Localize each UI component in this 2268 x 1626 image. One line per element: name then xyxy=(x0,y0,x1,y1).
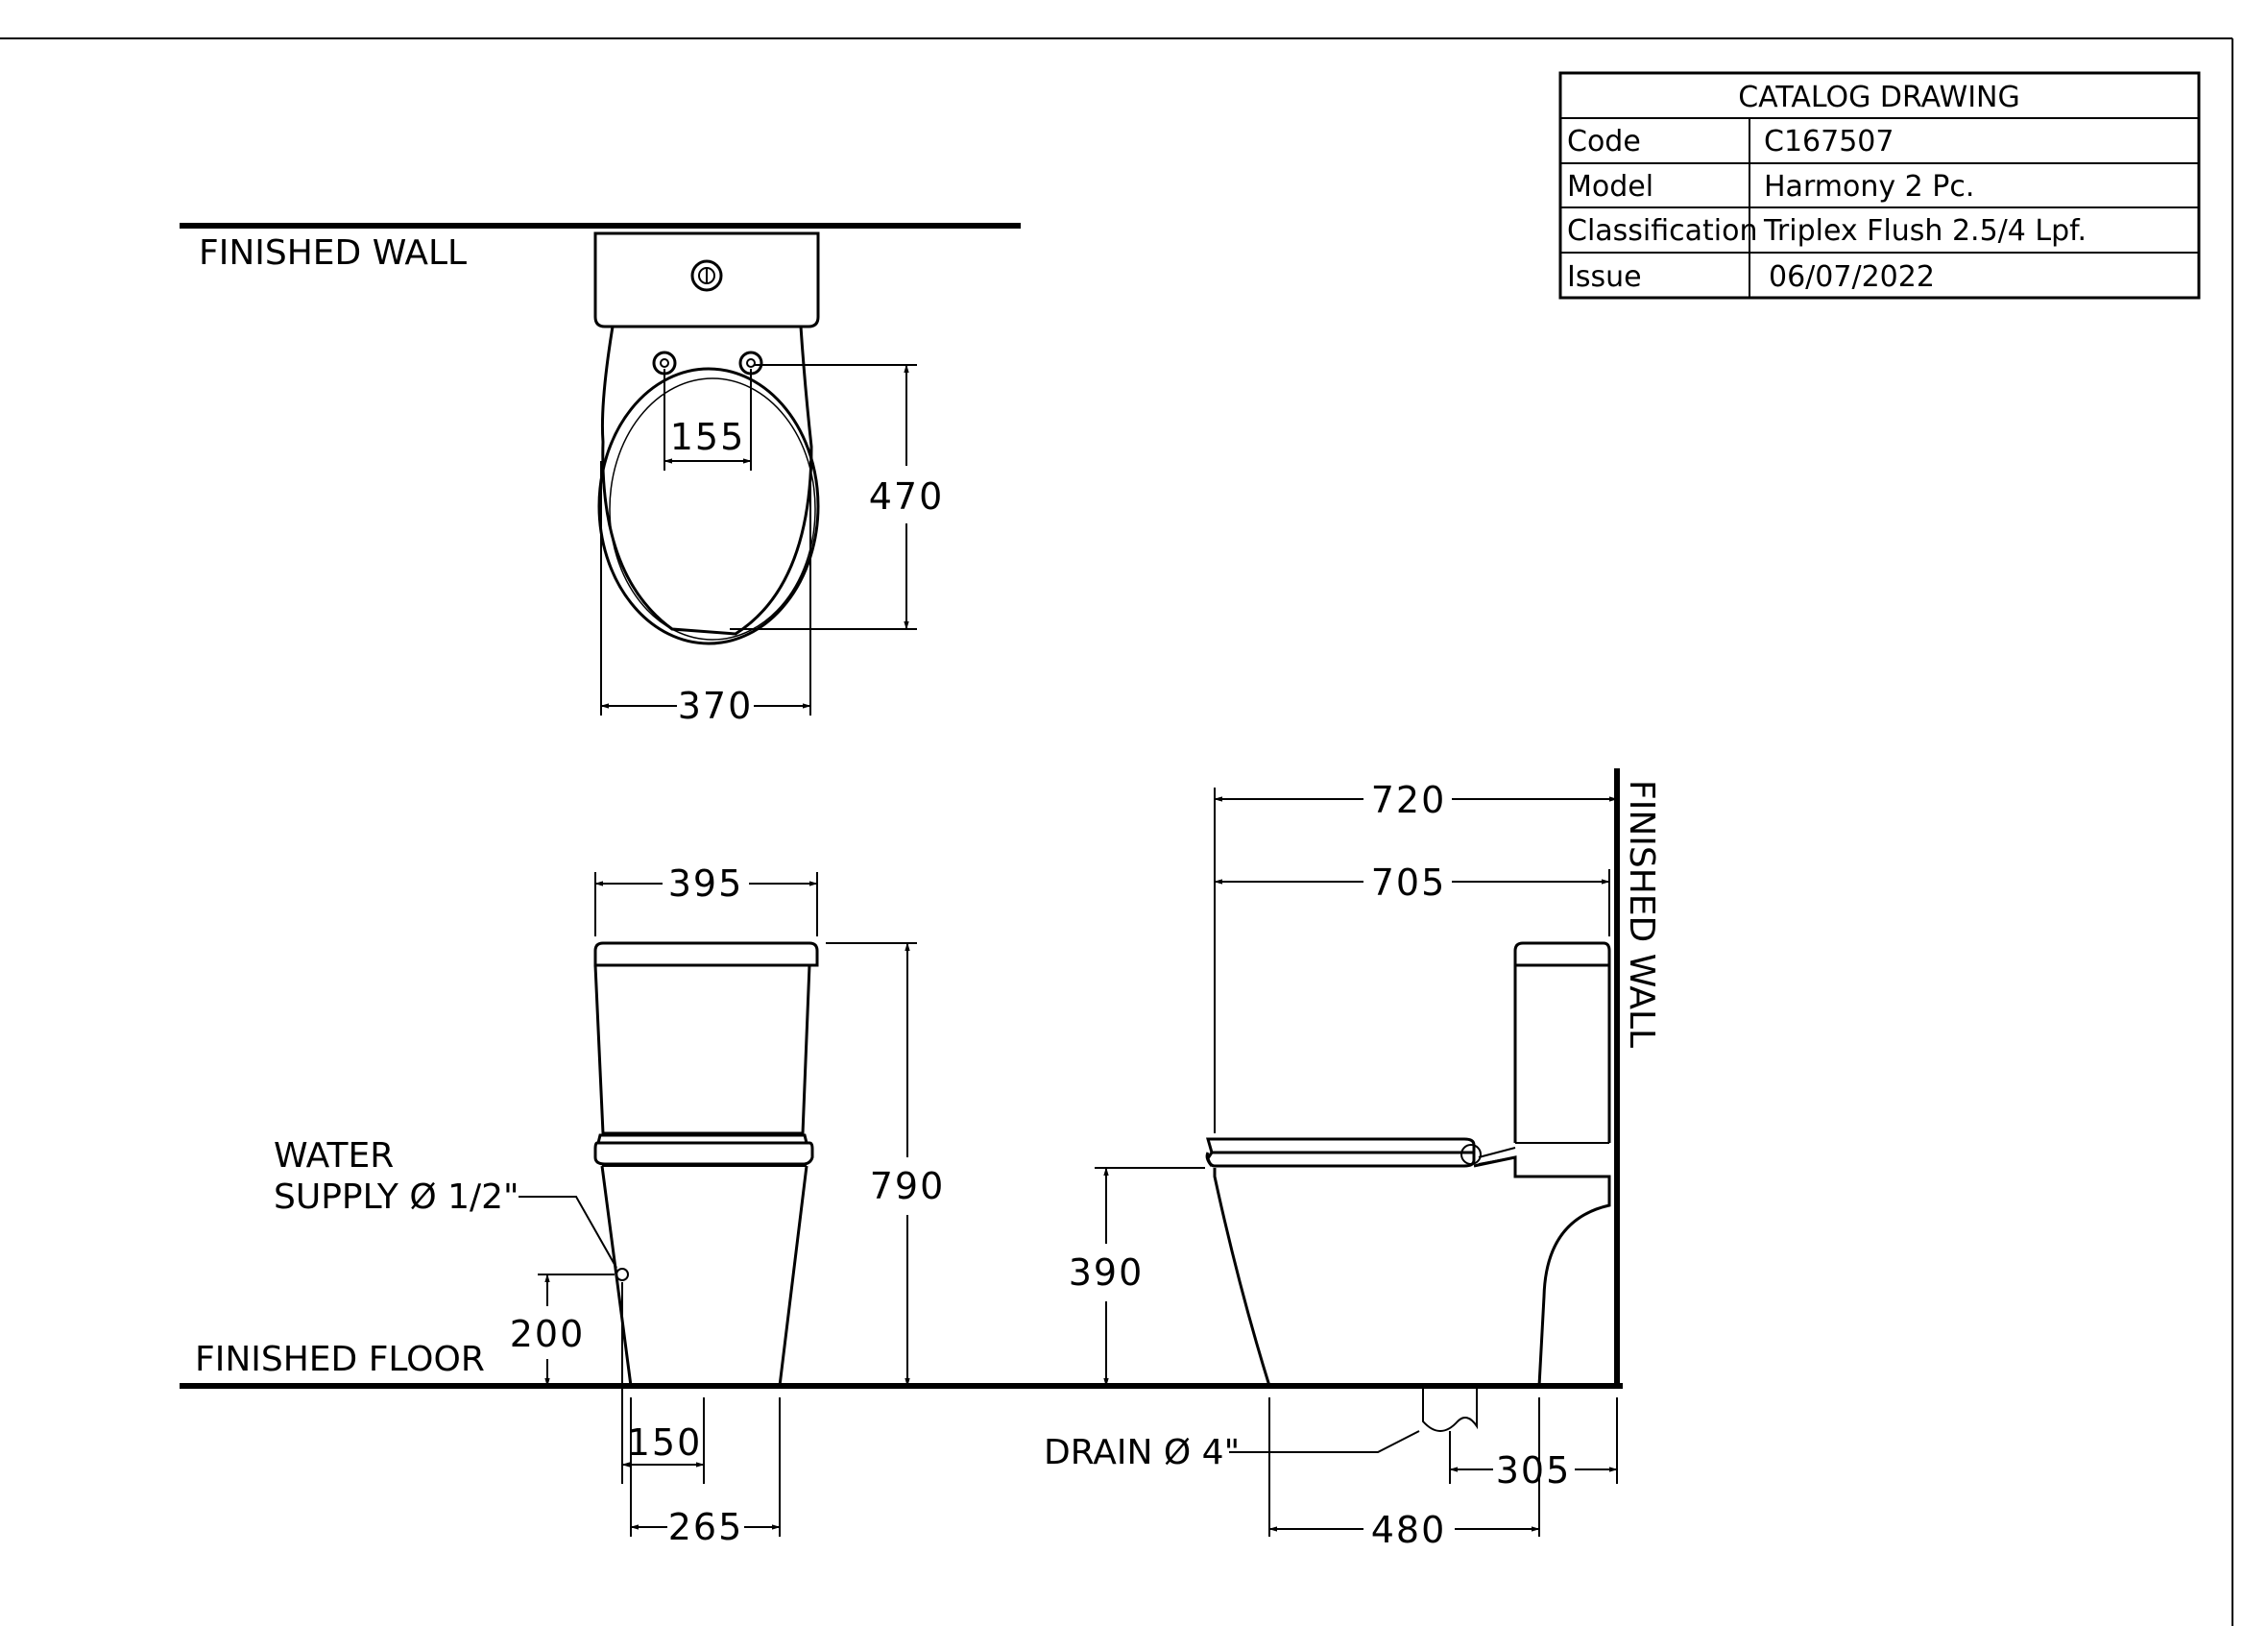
dim-base-265: 265 xyxy=(668,1506,744,1548)
sheet-border xyxy=(0,37,2233,1626)
tank-side-outline xyxy=(1513,965,1611,1143)
title-row-model-label: Model xyxy=(1567,170,1653,204)
bowl-outline-top xyxy=(600,326,813,636)
finished-wall-label-top: FINISHED WALL xyxy=(199,233,467,273)
title-row-issue-label: Issue xyxy=(1567,260,1642,294)
dim-depth-720: 720 xyxy=(1371,779,1447,821)
bowl-side-outline xyxy=(1213,1168,1271,1387)
drain-label: DRAIN Ø 4" xyxy=(1044,1433,1240,1472)
dim-depth-705: 705 xyxy=(1371,862,1447,904)
top-view: FINISHED WALL 155 470 xyxy=(180,223,1021,727)
title-row-model-value: Harmony 2 Pc. xyxy=(1764,170,1974,204)
front-view: 395 790 WATER SUPPLY Ø 1/2" 200 150 265 xyxy=(274,862,946,1548)
title-row-classification-label: Classification xyxy=(1567,214,1758,248)
seat-side-outline xyxy=(1206,1137,1476,1154)
title-block: CATALOG DRAWING Code C167507 Model Harmo… xyxy=(1558,71,2201,300)
water-supply-label-line1: WATER xyxy=(274,1136,394,1176)
title-row-code-value: C167507 xyxy=(1764,125,1894,158)
title-row-classification-value: Triplex Flush 2.5/4 Lpf. xyxy=(1763,214,2087,248)
tank-top-outline xyxy=(593,231,820,328)
dim-footprint: 480 xyxy=(1371,1509,1447,1551)
flush-button-icon xyxy=(690,259,723,292)
title-block-heading: CATALOG DRAWING xyxy=(1738,81,2020,114)
dim-seat-height: 390 xyxy=(1069,1251,1145,1294)
dim-bowl-length: 470 xyxy=(869,475,945,518)
dim-seat-hinge: 155 xyxy=(670,416,746,458)
water-supply-label-line2: SUPPLY Ø 1/2" xyxy=(274,1177,519,1217)
dim-rough-in: 305 xyxy=(1496,1449,1572,1492)
title-row-code-label: Code xyxy=(1567,125,1641,158)
drain-pipe-icon xyxy=(1422,1389,1478,1432)
dim-total-height: 790 xyxy=(870,1165,946,1207)
seat-lid-outline xyxy=(597,367,820,645)
dim-water-height: 200 xyxy=(510,1313,586,1355)
title-row-issue-value: 06/07/2022 xyxy=(1769,260,1935,294)
seat-hinge-side-icon xyxy=(1460,1144,1482,1165)
water-supply-inlet-icon xyxy=(615,1268,629,1281)
dim-bowl-width: 370 xyxy=(678,685,754,727)
tank-front-outline xyxy=(593,964,811,1135)
side-view: FINISHED WALL DRAIN Ø 4" 720 705 390 xyxy=(1044,768,1661,1551)
dim-base-150: 150 xyxy=(627,1421,703,1464)
finished-floor-label: FINISHED FLOOR xyxy=(195,1340,485,1379)
bowl-front-outline xyxy=(600,1165,808,1387)
dim-tank-width: 395 xyxy=(668,862,744,905)
finished-wall-label-side: FINISHED WALL xyxy=(1622,780,1661,1048)
